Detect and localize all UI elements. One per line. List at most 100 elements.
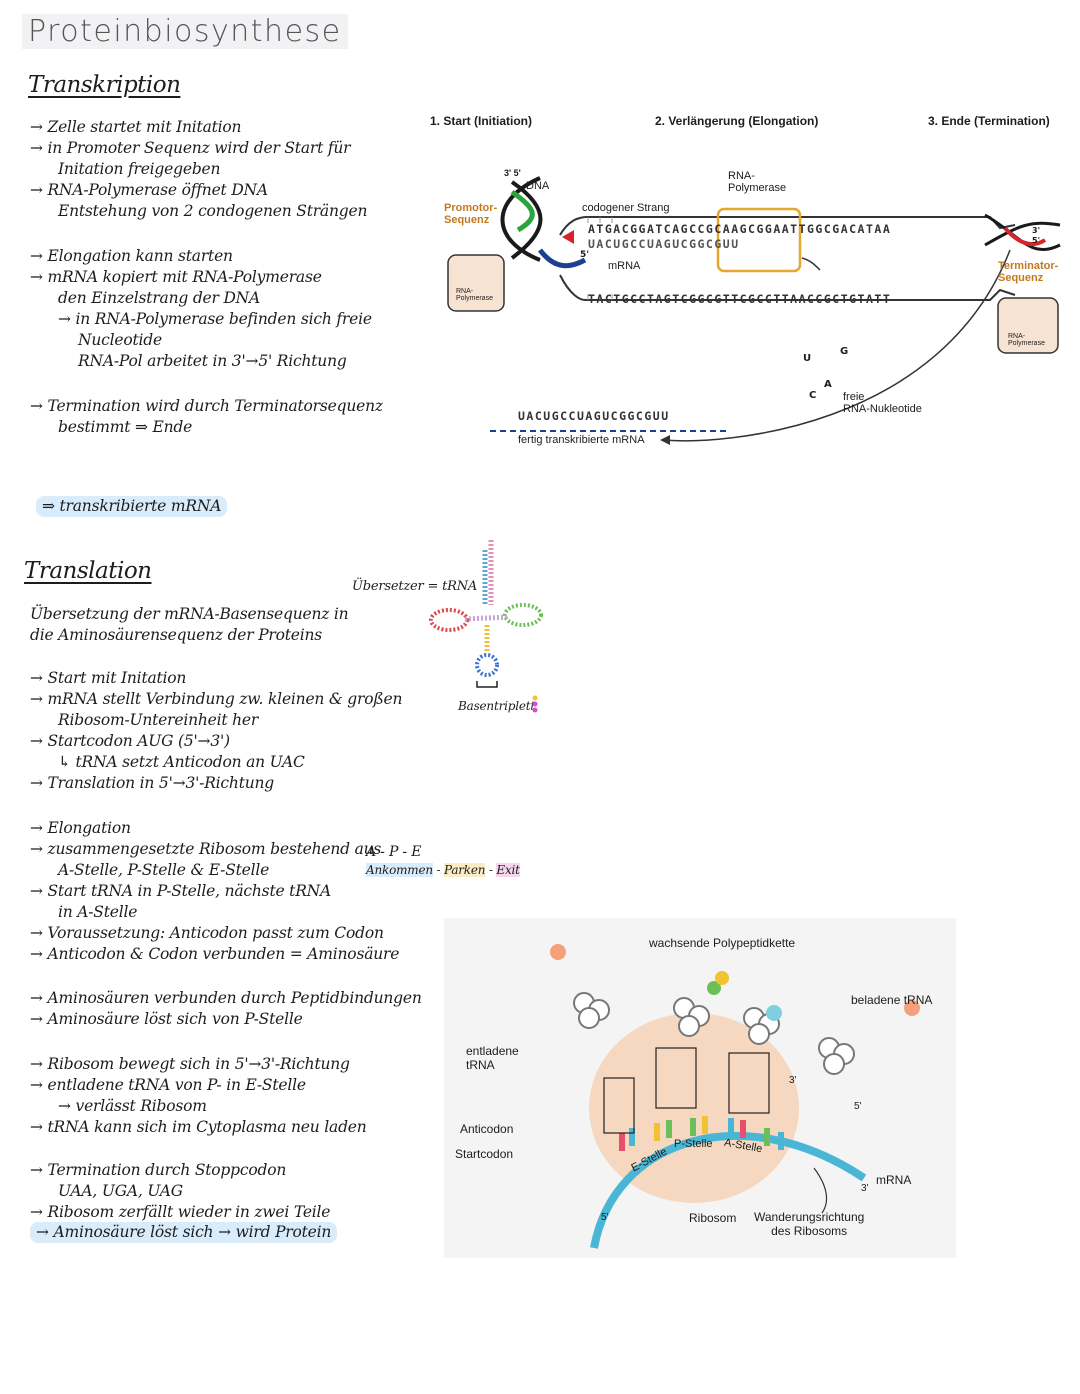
ape-a: Ankommen (366, 863, 433, 877)
translation-notes-a: → Start mit Initation → mRNA stellt Verb… (30, 668, 402, 794)
rna-polymerase-frame (716, 207, 802, 273)
note-line: → Start tRNA in P-Stelle, nächste tRNA (30, 882, 332, 900)
p-site-label: P-Stelle (674, 1138, 713, 1150)
translation-final-line: → Aminosäure löst sich → wird Protein (30, 1222, 338, 1243)
trna-shapes (573, 992, 855, 1075)
note-line: bestimmt ⇒ Ende (58, 418, 193, 436)
translation-intro: Übersetzung der mRNA-Basensequenz in die… (30, 604, 349, 646)
intro-line: die Aminosäurensequenz der Proteins (30, 626, 323, 644)
polypeptide-label: wachsende Polypeptidkette (649, 936, 796, 950)
note-line: Nucleotide (78, 331, 162, 349)
nucleotide-g: G (840, 346, 849, 357)
anticodon-label: Anticodon (460, 1122, 514, 1136)
note-line: → Translation in 5'→3'-Richtung (30, 774, 275, 792)
dna-label: DNA (526, 180, 550, 192)
rna-polymerase-box-end-label: RNA- Polymerase (1008, 333, 1045, 347)
basentriplett-label: Basentriplett (458, 699, 536, 713)
three-prime-bottom: 3' (861, 1183, 869, 1194)
end-primes: 3' 5' (1032, 226, 1041, 245)
rna-polymerase-box (447, 254, 505, 312)
five-prime: 5' (580, 250, 590, 260)
rna-polymerase-label: RNA- Polymerase (728, 170, 787, 194)
ape-description: Ankommen - Parken - Exit (366, 863, 520, 877)
rna-polymerase-box-label: RNA- Polymerase (456, 288, 493, 302)
note-line: → entladene tRNA von P- in E-Stelle (30, 1076, 306, 1094)
three-prime-trna: 3' (789, 1075, 797, 1086)
translation-notes-c: → Aminosäuren verbunden durch Peptidbind… (30, 988, 422, 1030)
codons (619, 1116, 784, 1151)
translation-notes-e: → Termination durch Stoppcodon UAA, UGA,… (30, 1160, 330, 1223)
note-line: → tRNA kann sich im Cytoplasma neu laden (30, 1118, 367, 1136)
ape-p: Parken (443, 863, 486, 877)
uebersetzer-label: Übersetzer = tRNA (352, 579, 478, 594)
note-line: → Aminosäure löst sich von P-Stelle (30, 1010, 303, 1028)
stage-termination: 3. Ende (Termination) (928, 114, 1050, 128)
note-line: → in RNA-Polymerase befinden sich freie (58, 310, 372, 328)
rna-polymerase-box-end (997, 297, 1059, 354)
amino-acids (550, 944, 920, 1021)
note-line: den Einzelstrang der DNA (58, 289, 261, 307)
note-line: Initation freigegeben (58, 160, 221, 178)
promotor-label: Promotor- Sequenz (444, 202, 498, 226)
finished-mrna-sequence: UACUGCCUAGUCGGCGUU (518, 409, 670, 423)
note-line: → Ribosom zerfällt wieder in zwei Teile (30, 1203, 331, 1221)
note-line: → Termination durch Stoppcodon (30, 1161, 287, 1179)
mrna-label: mRNA (608, 260, 641, 272)
site-frames (603, 1047, 770, 1134)
note-line: Ribosom-Untereinheit her (58, 711, 259, 729)
transcription-svg (447, 176, 1061, 445)
note-line: → Voraussetzung: Anticodon passt zum Cod… (30, 924, 384, 942)
direction-label: Wanderungsrichtung des Ribosoms (754, 1210, 865, 1238)
arrow-to-finished (664, 249, 1011, 442)
page-title: Proteinbiosynthese (22, 14, 348, 49)
note-line: → mRNA kopiert mit RNA-Polymerase (30, 268, 322, 286)
transcription-notes: → Zelle startet mit Initation → in Promo… (30, 117, 383, 438)
nucleotide-u: U (803, 353, 812, 364)
note-line: → in Promoter Sequenz wird der Start für (30, 139, 351, 157)
ribosome-label: Ribosom (689, 1211, 737, 1225)
polymerase-pointer (562, 230, 574, 244)
intro-line: Übersetzung der mRNA-Basensequenz in (30, 605, 349, 623)
note-line: → zusammengesetzte Ribosom bestehend aus (30, 840, 382, 858)
codogen-label: codogener Strang (582, 202, 670, 214)
triplet-dots (532, 695, 538, 713)
note-line: → Termination wird durch Terminatorseque… (30, 397, 383, 415)
ape-e: Exit (496, 863, 520, 877)
dna-helix-start (500, 176, 587, 269)
note-line: → Anticodon & Codon verbunden = Aminosäu… (30, 945, 400, 963)
note-line: → Startcodon AUG (5'→3') (30, 732, 230, 750)
note-line: → RNA-Polymerase öffnet DNA (30, 181, 268, 199)
mrna-sequence: UACUGCCUAGUCGGCGUU (588, 237, 740, 251)
ape-label: A - P - E (366, 844, 422, 860)
direction-arrow (813, 1167, 828, 1214)
note-line: → Aminosäuren verbunden durch Peptidbind… (30, 989, 422, 1007)
stage-initiation: 1. Start (Initiation) (430, 114, 532, 128)
uncharged-trna-label: entladene tRNA (466, 1044, 519, 1072)
trna-diagram (429, 540, 543, 688)
note-line: → Ribosom bewegt sich in 5'→3'-Richtung (30, 1055, 350, 1073)
dna-helix-end (984, 213, 1061, 251)
note-line: → verlässt Ribosom (58, 1097, 207, 1115)
mrna-strand (590, 1131, 867, 1249)
nucleotide-c: C (809, 390, 817, 401)
prime-label: 3' 5' (504, 168, 521, 178)
transcription-heading: Transkription (28, 72, 181, 98)
dna-sequence-top: ATGACGGATCAGCCGCAAGCGGAATTGGCGACATAA (588, 222, 892, 236)
transcription-result: ⇒ transkribierte mRNA (36, 496, 228, 517)
free-nucleotides-label: freie RNA-Nukleotide (843, 391, 922, 415)
note-line: in A-Stelle (58, 903, 138, 921)
note-line: → Start mit Initation (30, 669, 187, 687)
note-line: Entstehung von 2 condogenen Strängen (58, 202, 368, 220)
five-prime-bottom: 5' (601, 1212, 609, 1223)
translation-notes-b: → Elongation → zusammengesetzte Ribosom … (30, 818, 399, 965)
note-line: → mRNA stellt Verbindung zw. kleinen & g… (30, 690, 403, 708)
terminator-label: Terminator- Sequenz (998, 260, 1059, 284)
note-line: ↳ tRNA setzt Anticodon an UAC (58, 753, 305, 771)
charged-trna-label: beladene tRNA (851, 993, 933, 1007)
note-line: → Zelle startet mit Initation (30, 118, 242, 136)
translation-notes-d: → Ribosom bewegt sich in 5'→3'-Richtung … (30, 1054, 367, 1138)
transcription-diagram: 1. Start (Initiation) 2. Verlängerung (E… (420, 100, 1070, 460)
ribosome-svg (550, 944, 920, 1249)
note-line: UAA, UGA, UAG (58, 1182, 183, 1200)
mrna-label-2: mRNA (876, 1173, 912, 1187)
